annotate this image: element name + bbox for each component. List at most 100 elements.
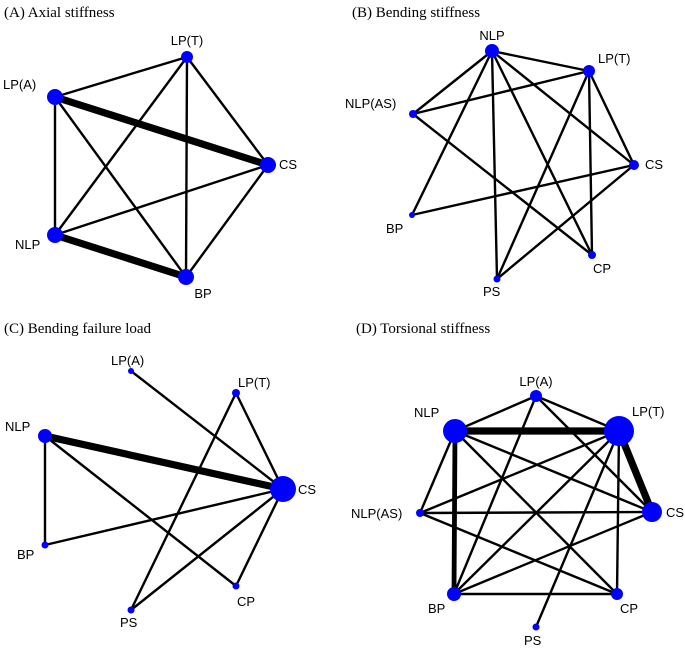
node-nlp xyxy=(485,44,499,58)
nodes: LP(T) LP(A) CS NLP BP xyxy=(3,33,297,301)
edge-nlp-as-cp xyxy=(411,112,594,257)
node-label-cs: CS xyxy=(666,505,684,520)
node-bp xyxy=(447,587,461,601)
node-label-lp-t: LP(T) xyxy=(598,51,631,66)
edge-lp-t-nlp-as xyxy=(418,429,621,515)
edge-lp-t-ps xyxy=(495,69,591,281)
edge-lp-a-lp-t xyxy=(53,55,189,99)
node-label-lp-t: LP(T) xyxy=(238,375,271,390)
edge-bp-cs xyxy=(43,487,285,547)
node-label-nlp: NLP xyxy=(414,405,439,420)
edges xyxy=(41,369,287,612)
node-cs xyxy=(642,502,662,522)
edges xyxy=(410,49,636,281)
node-label-lp-a: LP(A) xyxy=(111,353,144,368)
node-label-nlp: NLP xyxy=(15,237,40,252)
node-label-nlp: NLP xyxy=(5,419,30,434)
node-lp-a xyxy=(128,368,134,374)
edge-nlp-as-lp-t xyxy=(411,69,591,116)
node-label-bp: BP xyxy=(194,286,211,301)
node-label-ps: PS xyxy=(524,633,542,648)
node-nlp xyxy=(47,227,63,243)
node-label-bp: BP xyxy=(386,221,403,236)
node-cp xyxy=(611,588,623,600)
edges xyxy=(51,55,272,281)
node-label-lp-t: LP(T) xyxy=(632,404,665,419)
edge-nlp-lp-a xyxy=(453,394,538,433)
node-lp-t xyxy=(583,65,595,77)
edge-nlp-cp xyxy=(43,434,238,588)
panel-title: (C) Bending failure load xyxy=(4,321,152,337)
node-ps xyxy=(532,623,540,631)
node-nlp-as xyxy=(416,509,424,517)
node-ps xyxy=(127,606,135,614)
edge-lp-t-bp xyxy=(184,55,189,279)
panel-title: (A) Axial stiffness xyxy=(4,5,115,21)
node-lp-t xyxy=(181,51,193,63)
edge-nlp-bp xyxy=(51,231,190,281)
node-bp xyxy=(178,269,194,285)
panel-title: (B) Bending stiffness xyxy=(352,5,480,21)
node-label-cs: CS xyxy=(279,157,297,172)
node-label-bp: BP xyxy=(17,547,34,562)
node-bp xyxy=(41,541,49,549)
edge-nlp-lp-t xyxy=(490,49,591,73)
edge-nlp-as-cp xyxy=(418,511,619,596)
edge-nlp-ps xyxy=(490,49,499,281)
node-label-cp: CP xyxy=(593,261,611,276)
edge-nlp-cp xyxy=(490,49,594,257)
edge-cs-ps xyxy=(495,163,636,281)
node-label-nlp-as: NLP(AS) xyxy=(351,506,402,521)
edge-nlp-as-cs xyxy=(418,510,654,515)
edge-nlp-cs xyxy=(490,49,636,167)
node-label-nlp-as: NLP(AS) xyxy=(345,96,396,111)
edge-lp-a-bp xyxy=(53,95,188,279)
edge-lp-a-lp-t xyxy=(534,394,621,433)
edge-nlp-cs xyxy=(41,432,287,493)
node-lp-a xyxy=(47,89,63,105)
node-label-lp-a: LP(A) xyxy=(3,77,36,92)
node-ps xyxy=(493,275,501,283)
node-cp xyxy=(588,251,596,259)
edge-lp-t-cp xyxy=(587,69,594,257)
node-cs xyxy=(270,476,296,502)
node-label-cs: CS xyxy=(298,482,316,497)
node-cs xyxy=(629,160,639,170)
node-nlp xyxy=(38,429,52,443)
node-lp-a xyxy=(530,390,542,402)
edge-lp-t-ps xyxy=(129,391,238,612)
node-label-lp-t: LP(T) xyxy=(171,33,204,48)
edge-lp-a-cs xyxy=(129,369,285,491)
node-nlp-as xyxy=(409,110,417,118)
edge-lp-t-cs xyxy=(234,391,285,491)
edge-nlp-cs xyxy=(53,163,270,237)
node-lp-t xyxy=(604,416,634,446)
node-label-cs: CS xyxy=(645,157,663,172)
node-label-bp: BP xyxy=(428,601,445,616)
edge-lp-t-cs xyxy=(185,55,270,167)
node-label-cp: CP xyxy=(237,594,255,609)
edge-cs-ps xyxy=(129,487,285,612)
node-lp-t xyxy=(232,389,240,397)
node-bp xyxy=(409,212,415,218)
edge-bp-cs xyxy=(184,163,270,279)
edge-lp-a-cs xyxy=(51,93,272,169)
edge-lp-a-bp xyxy=(452,394,538,596)
edges xyxy=(418,394,656,629)
node-label-nlp: NLP xyxy=(479,28,504,43)
edge-lp-a-cs xyxy=(534,394,654,514)
node-cs xyxy=(260,157,276,173)
node-label-lp-a: LP(A) xyxy=(519,374,552,389)
node-nlp xyxy=(443,419,467,443)
edge-nlp-bp xyxy=(410,49,494,217)
panel-title: (D) Torsional stiffness xyxy=(356,321,490,337)
edge-lp-t-cs xyxy=(587,69,636,167)
edge-lp-t-nlp xyxy=(53,55,189,237)
